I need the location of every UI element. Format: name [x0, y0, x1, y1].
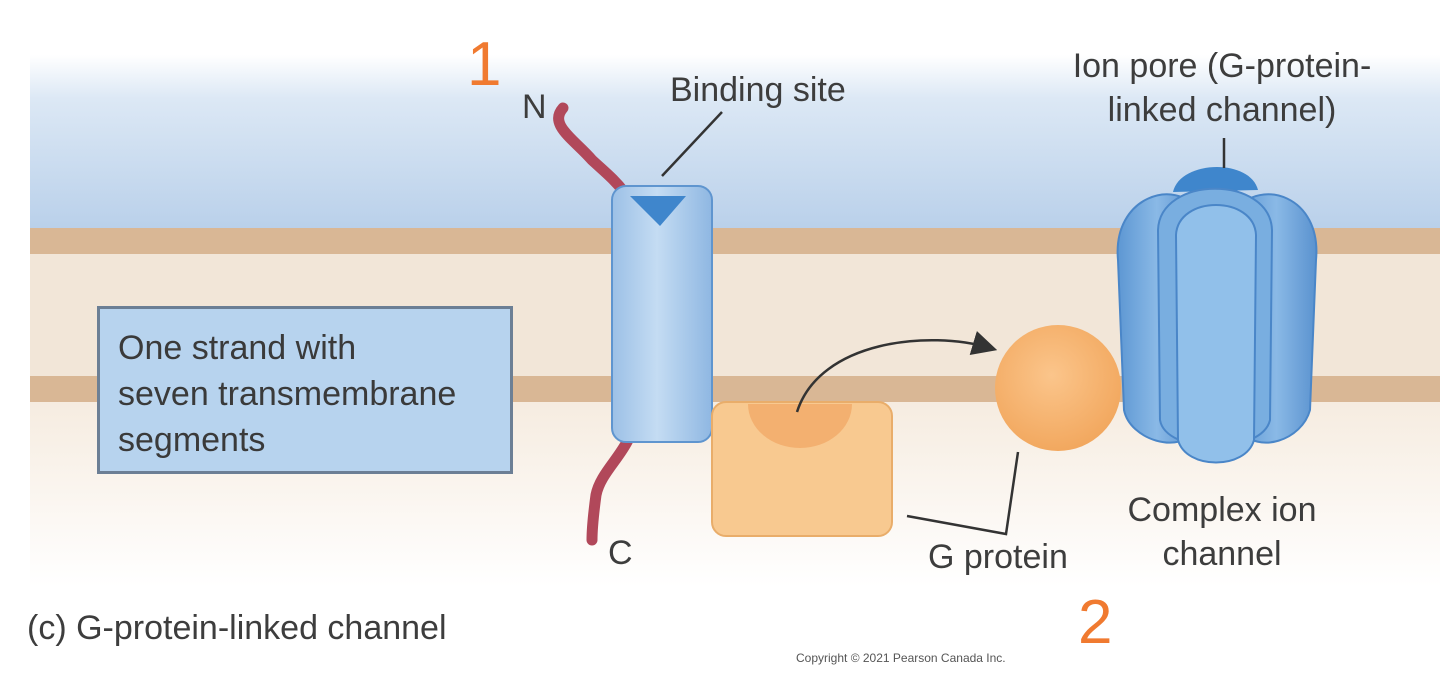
g-protein-bracket	[906, 451, 1020, 536]
receptor-description-box: One strand with seven transmembrane segm…	[97, 306, 513, 474]
binding-site-notch	[630, 196, 686, 226]
activation-arrow	[795, 331, 998, 413]
c-terminal-tail	[586, 434, 634, 546]
g-protein-subunit-sphere	[995, 325, 1121, 451]
n-terminus-label: N	[522, 88, 547, 126]
ion-pore-label: Ion pore (G-protein- linked channel)	[1072, 47, 1372, 129]
step-marker-2: 2	[1078, 588, 1113, 657]
c-terminus-label: C	[608, 534, 633, 572]
copyright-notice: Copyright © 2021 Pearson Canada Inc.	[796, 651, 1006, 665]
step-marker-1: 1	[467, 30, 502, 99]
binding-site-leader	[661, 111, 723, 177]
binding-site-label: Binding site	[670, 71, 846, 109]
g-protein-label: G protein	[928, 538, 1068, 576]
ion-channel	[1116, 166, 1318, 464]
complex-ion-channel-label: Complex ion channel	[1127, 491, 1317, 573]
figure-caption: (c) G-protein-linked channel	[27, 609, 447, 647]
n-terminal-tail	[553, 102, 630, 198]
receptor-protein	[611, 185, 713, 443]
g-protein-pocket	[748, 404, 852, 448]
